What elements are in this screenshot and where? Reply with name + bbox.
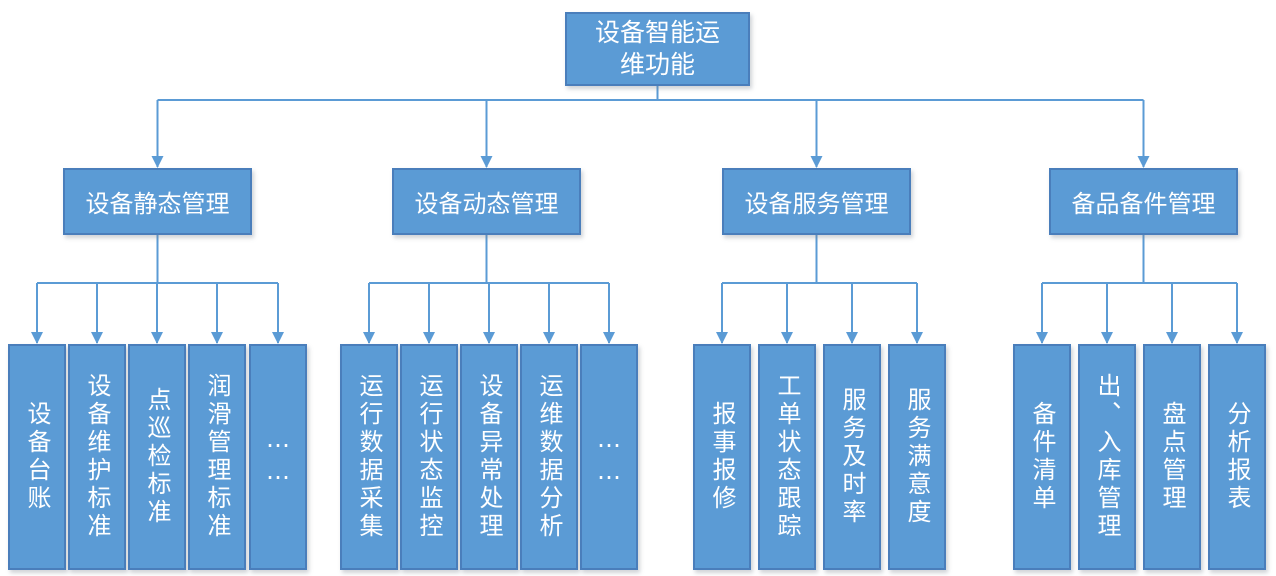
branch-node-static-equipment-management: 设备静态管理 <box>63 168 252 235</box>
leaf-node-in-out-warehouse-management: 出、入库管理 <box>1078 344 1136 570</box>
leaf-node-label: 设备异常处理 <box>475 373 503 541</box>
leaf-node-inspection-standard: 点巡检标准 <box>128 344 186 570</box>
leaf-node-label: 设备维护标准 <box>83 373 111 541</box>
leaf-node-equipment-ledger: 设备台账 <box>8 344 66 570</box>
root-node-label: 设备智能运维功能 <box>594 17 720 80</box>
leaf-node-operating-status-monitoring: 运行状态监控 <box>400 344 458 570</box>
leaf-node-label: 出、入库管理 <box>1093 373 1121 541</box>
branch-node-label: 设备静态管理 <box>85 190 230 218</box>
leaf-node-equipment-exception-handling: 设备异常处理 <box>460 344 518 570</box>
leaf-node-label: 服务满意度 <box>903 387 931 527</box>
leaf-node-stocktaking-management: 盘点管理 <box>1143 344 1201 570</box>
leaf-node-label: 运维数据分析 <box>535 373 563 541</box>
leaf-node-om-data-analysis: 运维数据分析 <box>520 344 578 570</box>
branch-node-label: 设备动态管理 <box>414 190 559 218</box>
leaf-node-lubrication-standard: 润滑管理标准 <box>188 344 246 570</box>
leaf-node-label: 点巡检标准 <box>143 387 171 527</box>
leaf-node-label: …… <box>264 425 292 489</box>
leaf-node-label: 盘点管理 <box>1158 401 1186 513</box>
leaf-node-incident-repair-report: 报事报修 <box>693 344 751 570</box>
root-node-intelligent-om-functions: 设备智能运维功能 <box>565 12 750 86</box>
leaf-node-maintenance-standard: 设备维护标准 <box>68 344 126 570</box>
leaf-node-label: 运行状态监控 <box>415 373 443 541</box>
branch-node-spare-parts-management: 备品备件管理 <box>1049 168 1238 235</box>
leaf-node-label: 备件清单 <box>1028 401 1056 513</box>
branch-node-dynamic-equipment-management: 设备动态管理 <box>392 168 581 235</box>
leaf-node-static-ellipsis: …… <box>249 344 307 570</box>
leaf-node-label: …… <box>595 425 623 489</box>
leaf-node-label: 分析报表 <box>1223 401 1251 513</box>
leaf-node-service-timeliness-rate: 服务及时率 <box>823 344 881 570</box>
leaf-node-label: 报事报修 <box>708 401 736 513</box>
leaf-node-label: 服务及时率 <box>838 387 866 527</box>
leaf-node-analysis-report: 分析报表 <box>1208 344 1266 570</box>
branch-node-equipment-service-management: 设备服务管理 <box>722 168 911 235</box>
leaf-node-label: 运行数据采集 <box>355 373 383 541</box>
branch-node-label: 备品备件管理 <box>1071 190 1216 218</box>
leaf-node-operating-data-collection: 运行数据采集 <box>340 344 398 570</box>
leaf-node-label: 工单状态跟踪 <box>773 373 801 541</box>
branch-node-label: 设备服务管理 <box>744 190 889 218</box>
leaf-node-dynamic-ellipsis: …… <box>580 344 638 570</box>
leaf-node-label: 润滑管理标准 <box>203 373 231 541</box>
leaf-node-work-order-status-tracking: 工单状态跟踪 <box>758 344 816 570</box>
leaf-node-spare-parts-list: 备件清单 <box>1013 344 1071 570</box>
leaf-node-label: 设备台账 <box>23 401 51 513</box>
leaf-node-service-satisfaction: 服务满意度 <box>888 344 946 570</box>
